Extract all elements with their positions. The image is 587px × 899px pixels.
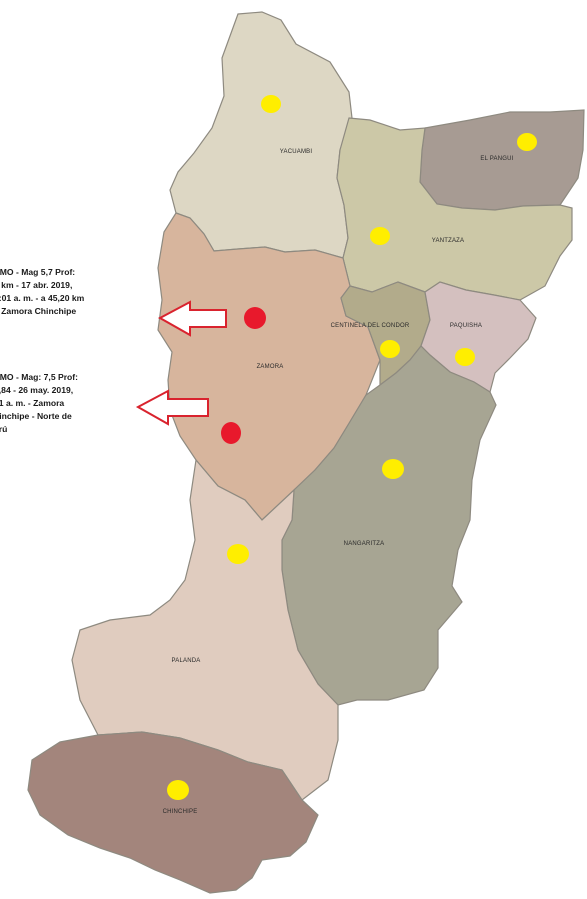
canton-seat-marker — [380, 340, 400, 358]
canton-seat-marker — [370, 227, 390, 245]
region-chinchipe[interactable] — [27, 731, 319, 894]
label-yacuambi: YACUAMBI — [280, 149, 313, 155]
label-chinchipe: CHINCHIPE — [163, 809, 198, 815]
region-yacuambi[interactable] — [169, 11, 353, 259]
label-centinela-del-condor: CENTINELA DEL CONDOR — [331, 323, 410, 329]
callout-line: 41 a. m. - Zamora — [0, 398, 65, 408]
callout-line: e Zamora Chinchipe — [0, 306, 77, 316]
callout-line: SMO - Mag 5,7 Prof: — [0, 267, 76, 277]
callout-arrow-2 — [135, 389, 209, 426]
label-paquisha: PAQUISHA — [450, 323, 482, 329]
epicenter-marker-2 — [221, 422, 241, 444]
label-el-pangui: EL PANGUI — [480, 156, 513, 162]
label-zamora: ZAMORA — [257, 364, 284, 370]
label-nangaritza: NANGARITZA — [344, 541, 385, 547]
canton-seat-marker — [227, 544, 249, 564]
callout-line: erú — [0, 424, 8, 434]
canton-seat-marker — [167, 780, 189, 800]
label-palanda: PALANDA — [172, 658, 201, 664]
region-yantzaza[interactable] — [336, 117, 573, 301]
label-yantzaza: YANTZAZA — [432, 238, 465, 244]
canton-seat-marker — [382, 459, 404, 479]
canton-seat-marker — [455, 348, 475, 366]
callout-line: 3,84 - 26 may. 2019, — [0, 385, 74, 395]
epicenter-marker-1 — [244, 307, 266, 329]
canton-seat-marker — [261, 95, 281, 113]
callout-line: 2 km - 17 abr. 2019, — [0, 280, 73, 290]
canton-seat-marker — [517, 133, 537, 151]
earthquake-callout-1: SMO - Mag 5,7 Prof: 2 km - 17 abr. 2019,… — [0, 266, 84, 318]
callout-arrow-1 — [157, 300, 227, 337]
callout-line: SMO - Mag: 7,5 Prof: — [0, 372, 79, 382]
callout-line: hinchipe - Norte de — [0, 411, 72, 421]
earthquake-callout-2: SMO - Mag: 7,5 Prof: 3,84 - 26 may. 2019… — [0, 371, 78, 436]
callout-line: 0:01 a. m. - a 45,20 km — [0, 293, 85, 303]
